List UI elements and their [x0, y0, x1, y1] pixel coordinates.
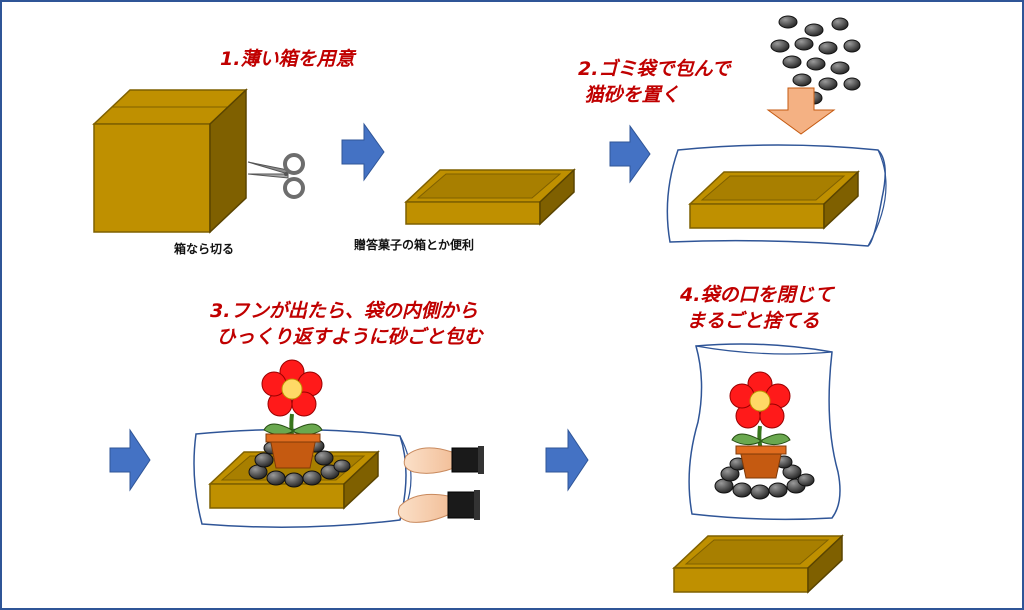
hand-icon	[403, 446, 484, 474]
scissors-icon	[247, 153, 305, 199]
right-arrow-icon	[109, 428, 151, 492]
step4-title: 4.袋の口を閉じて まるごと捨てる	[680, 284, 834, 332]
step1-title: 1.薄い箱を用意	[220, 48, 355, 70]
candy-box-caption: 贈答菓子の箱とか便利	[354, 238, 475, 252]
flower-pot-icon	[729, 371, 791, 479]
right-arrow-icon	[545, 428, 589, 492]
shallow-tray	[404, 168, 576, 226]
hand-icon	[397, 490, 480, 523]
step2-title: 2.ゴミ袋で包んで 猫砂を置く	[578, 58, 731, 106]
cat-litter-icon	[770, 15, 861, 105]
cardboard-cube	[92, 88, 248, 234]
right-arrow-icon	[341, 122, 385, 182]
down-arrow-icon	[766, 87, 836, 135]
right-arrow-icon	[609, 124, 651, 184]
flower-pot-icon	[261, 359, 323, 469]
step3-title: 3.フンが出たら、袋の内側から ひっくり返すように砂ごと包む	[210, 300, 483, 348]
shallow-tray	[672, 534, 844, 594]
shallow-tray	[688, 170, 860, 230]
cat-litter-icon	[714, 455, 815, 500]
cut-box-caption: 箱なら切る	[174, 242, 235, 256]
cat-litter-icon	[248, 439, 351, 488]
